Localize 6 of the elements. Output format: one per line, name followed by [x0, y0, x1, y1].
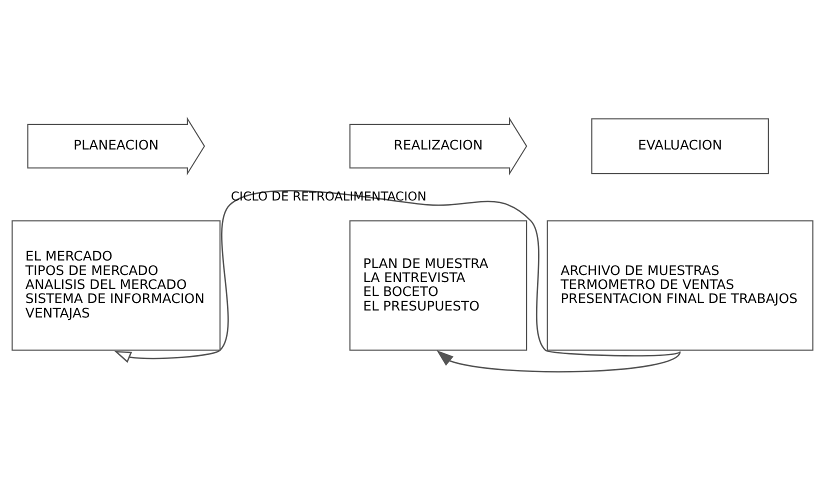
node-box: EVALUACION — [591, 118, 769, 174]
arrow — [114, 190, 680, 363]
node-box: ARCHIVO DE MUESTRAS TERMOMETRO DE VENTAS PRESENTACION FINAL DE TRABAJOS — [546, 220, 814, 351]
node-box: EL MERCADO TIPOS DE MERCADO ANALISIS DEL MERCADO SISTEMA DE INFORMACION VENTAJAS — [12, 220, 221, 351]
node-box: PLAN DE MUESTRA LA ENTREVISTA EL BOCETO EL PRESUPUESTO — [349, 220, 528, 351]
arrow — [436, 350, 681, 372]
